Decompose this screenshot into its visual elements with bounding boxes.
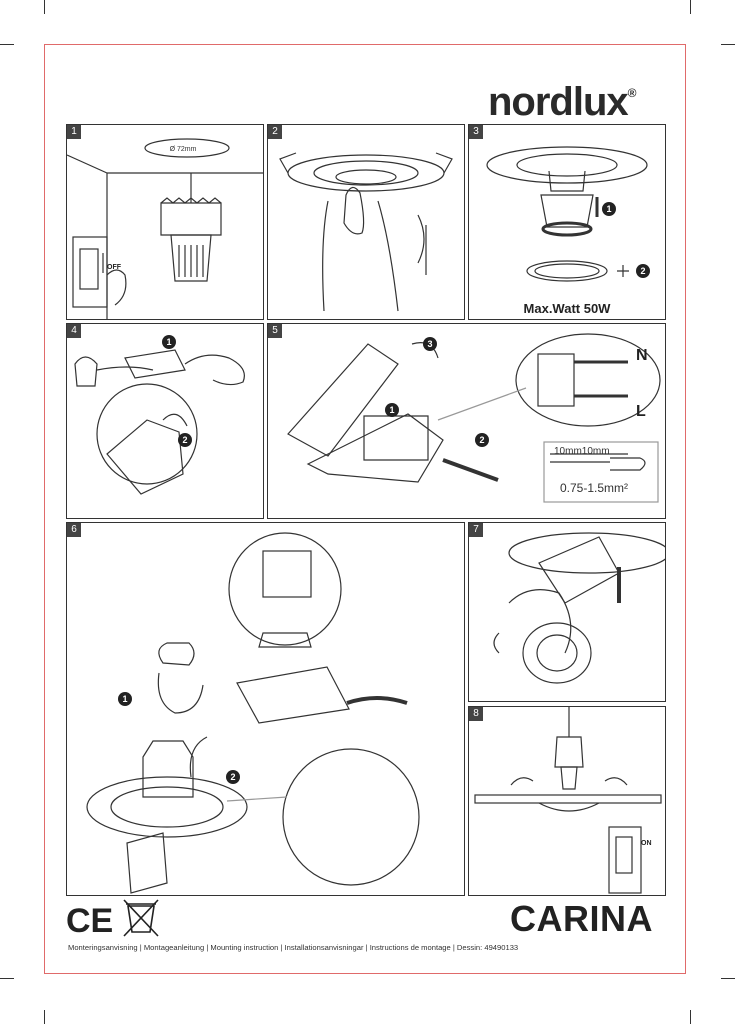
step-8-illustration: ON xyxy=(474,707,662,894)
step-panel-7: 7 xyxy=(468,522,666,702)
step-number: 5 xyxy=(268,324,282,338)
instruction-sheet xyxy=(44,44,686,974)
crop-mark xyxy=(0,44,14,45)
wire-size-label: 0.75-1.5mm² xyxy=(560,481,628,495)
step-5-illustration: 1 2 3 N L 10mm10mm 0.75-1.5mm² xyxy=(287,333,661,503)
crop-mark xyxy=(721,44,735,45)
step-panel-6: 6 1 2 xyxy=(66,522,465,896)
step-panel-8: 8 ON xyxy=(468,706,666,896)
step-panel-5: 5 1 2 3 N L 10mm10mm 0.75-1.5mm² xyxy=(267,323,666,519)
off-label: OFF xyxy=(107,264,122,271)
step-number: 2 xyxy=(268,125,282,139)
step-number: 7 xyxy=(469,523,483,537)
step-2-illustration xyxy=(279,152,453,312)
terminal-l-label: L xyxy=(636,403,646,420)
callout-badge: 1 xyxy=(166,337,171,347)
step-panel-4: 4 1 2 xyxy=(66,323,264,519)
step-panel-2: 2 xyxy=(267,124,465,320)
step-panel-1: 1 Ø 72mm OFF xyxy=(66,124,264,320)
crop-mark xyxy=(0,978,14,979)
step-4-illustration: 1 2 xyxy=(74,335,245,495)
step-7-illustration xyxy=(493,532,665,684)
crop-mark xyxy=(690,0,691,14)
callout-badge xyxy=(602,202,616,216)
product-name: CARINA xyxy=(510,898,653,939)
step-number: 1 xyxy=(67,125,81,139)
hole-size-label: Ø 72mm xyxy=(170,146,197,153)
callout-badge: 2 xyxy=(230,772,235,782)
brand-logo: nordlux® xyxy=(488,80,636,124)
svg-text:2: 2 xyxy=(640,266,645,276)
on-label: ON xyxy=(641,840,652,847)
crop-mark xyxy=(44,1010,45,1024)
weee-bin-icon xyxy=(123,899,159,937)
step-1-illustration: Ø 72mm OFF xyxy=(67,138,263,319)
crop-mark xyxy=(721,978,735,979)
footer-languages: Monteringsanvisning | Montageanleitung |… xyxy=(68,943,519,952)
callout-badge: 1 xyxy=(122,694,127,704)
step-number: 8 xyxy=(469,707,483,721)
step-panel-3: 3 1 2 Max.Watt 50W xyxy=(468,124,666,320)
step-6-illustration: 1 2 xyxy=(86,532,420,894)
max-watt-label: Max.Watt 50W xyxy=(524,301,612,316)
compliance-marks: CE xyxy=(66,898,176,943)
step-number: 4 xyxy=(67,324,81,338)
step-3-illustration: 1 2 Max.Watt 50W xyxy=(486,146,650,316)
callout-badge xyxy=(636,264,650,278)
callout-badge: 2 xyxy=(182,435,187,445)
ce-mark: CE xyxy=(66,902,113,938)
callout-badge: 3 xyxy=(427,339,432,349)
callout-badge: 2 xyxy=(479,435,484,445)
crop-mark xyxy=(44,0,45,14)
callout-badge: 1 xyxy=(389,405,394,415)
step-number: 6 xyxy=(67,523,81,537)
terminal-n-label: N xyxy=(636,347,648,364)
strip-length-label: 10mm10mm xyxy=(554,446,610,457)
svg-text:1: 1 xyxy=(606,204,611,214)
step-number: 3 xyxy=(469,125,483,139)
crop-mark xyxy=(690,1010,691,1024)
